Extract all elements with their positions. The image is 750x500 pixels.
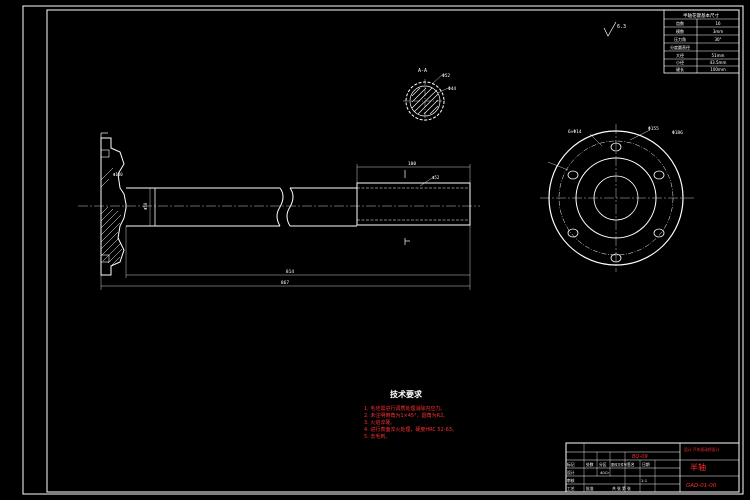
flange-od-dim: Φ186: [672, 130, 683, 136]
spline-row-value: 100mm: [710, 67, 726, 72]
title-block-label: 标记: [567, 462, 575, 467]
spline-parameter-table: 半轴花键基本尺寸 齿数 16 模数 3mm 压力角 30° 分度圆直径 大径 5…: [663, 9, 740, 74]
spline-row-value: 3mm: [713, 29, 723, 34]
flange-pcd-dim: Φ155: [648, 126, 659, 132]
outer-border: [22, 5, 744, 495]
school-name: 设计 汽车驱动桥设计: [684, 447, 720, 452]
title-block: 标记 处数 分区 更改文件号 签名 日期 设计 审核 工艺 批准 1:1 共 张…: [565, 442, 740, 493]
roughness-value: 6.3: [617, 24, 626, 30]
spline-row-label: 小径: [676, 59, 684, 65]
section-diameter-2: Φ44: [448, 86, 456, 92]
tech-req-item: 2. 未注明倒角为1×45°，圆角为R2。: [364, 412, 448, 419]
tech-req-item: 3. 火焰淬硬。: [364, 419, 395, 426]
title-block-label: 分区: [599, 462, 607, 467]
tech-req-item: 5. 去毛刺。: [364, 433, 390, 440]
spline-row-label: 齿数: [676, 20, 684, 26]
section-diameter-1: Φ52: [442, 73, 450, 79]
title-block-label: 批准: [586, 486, 594, 491]
roughness-symbol: 6.3: [603, 21, 626, 37]
tech-req-item: 1. 毛坯需进行调质处理消除内应力。: [364, 405, 445, 412]
title-block-label: 处数: [586, 462, 594, 467]
half-shaft-main-view: 100 814 867 Φ50 Φ180 Φ52: [78, 132, 480, 290]
part-name: 半轴: [690, 462, 706, 472]
spline-table-title: 半轴花键基本尺寸: [683, 12, 719, 19]
shaft-diameter-dim: Φ50: [143, 202, 148, 210]
technical-requirements: 技术要求 1. 毛坯需进行调质处理消除内应力。 2. 未注明倒角为1×45°，圆…: [364, 389, 457, 440]
spline-length-dim: 100: [408, 161, 416, 167]
scale-value: 1:1: [641, 478, 648, 483]
inner-border: [46, 9, 740, 493]
spline-row-label: 分度圆直径: [670, 44, 690, 50]
flange-diameter-dim: Φ180: [113, 172, 123, 177]
title-block-label: 更改文件号: [611, 462, 627, 467]
drawing-number: BQ-09: [632, 454, 648, 460]
spline-row-value: 30°: [714, 37, 721, 42]
title-block-label: 审核: [567, 478, 575, 483]
title-block-label: 日期: [642, 462, 650, 467]
sheet-info: 共 张 第 张: [612, 486, 631, 491]
tech-req-title: 技术要求: [390, 389, 423, 399]
spline-row-label: 键长: [676, 66, 684, 72]
spline-section-view: A-A Φ52 Φ44: [403, 68, 456, 123]
spline-row-label: 大径: [676, 52, 684, 58]
drawing-code: GAD-01-00: [686, 483, 717, 489]
shaft-length-dim-2: 867: [281, 280, 289, 286]
flange-end-view: 6×Φ14 Φ155 Φ186: [540, 124, 694, 272]
spline-diameter-dim: Φ52: [432, 175, 440, 180]
title-block-label: 签名: [627, 462, 635, 467]
spline-row-value: 43.5mm: [710, 60, 727, 65]
spline-row-value: 16: [715, 21, 721, 26]
tech-req-item: 4. 进行表面淬火处理，硬度HRC 52-63。: [364, 426, 457, 433]
spline-row-label: 模数: [676, 28, 684, 34]
section-label: A-A: [418, 68, 427, 74]
spline-row-label: 压力角: [674, 36, 686, 42]
flange-hole-dim: 6×Φ14: [568, 129, 582, 135]
material-value: 40Cr: [600, 470, 609, 475]
title-block-label: 工艺: [567, 486, 575, 491]
shaft-length-dim-1: 814: [286, 269, 294, 275]
spline-row-value: 51mm: [712, 53, 725, 58]
title-block-label: 设计: [567, 470, 575, 475]
